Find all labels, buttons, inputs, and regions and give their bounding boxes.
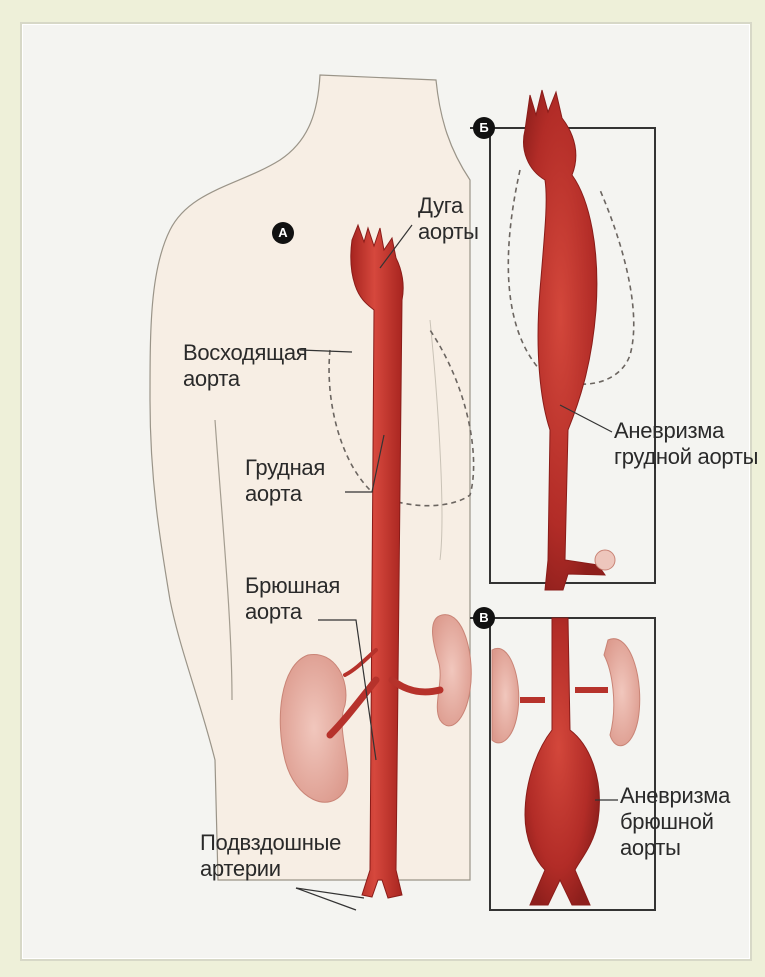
badge-a: A (272, 222, 294, 244)
label-aortic-arch-line1: Дуга (418, 193, 479, 219)
label-abdominal-line1: Брюшная (245, 573, 340, 599)
label-abdominal-aorta: Брюшная аорта (245, 573, 340, 625)
label-taa-line2: грудной аорты (614, 444, 758, 470)
label-taa-line1: Аневризма (614, 418, 758, 444)
label-ascending-line1: Восходящая (183, 340, 307, 366)
label-aaa-line1: Аневризма (620, 783, 730, 809)
label-thoracic-aneurysm: Аневризма грудной аорты (614, 418, 758, 470)
label-ascending-line2: аорта (183, 366, 307, 392)
label-aaa-line2: брюшной (620, 809, 730, 835)
label-abdominal-aneurysm: Аневризма брюшной аорты (620, 783, 730, 861)
label-thoracic-aorta: Грудная аорта (245, 455, 325, 507)
badge-b: Б (473, 117, 495, 139)
label-iliac-arteries: Подвздошные артерии (200, 830, 341, 882)
label-abdominal-line2: аорта (245, 599, 340, 625)
label-iliac-line1: Подвздошные (200, 830, 341, 856)
label-ascending-aorta: Восходящая аорта (183, 340, 307, 392)
label-thoracic-line1: Грудная (245, 455, 325, 481)
label-thoracic-line2: аорта (245, 481, 325, 507)
label-aortic-arch-line2: аорты (418, 219, 479, 245)
label-aaa-line3: аорты (620, 835, 730, 861)
label-aortic-arch: Дуга аорты (418, 193, 479, 245)
badge-v: В (473, 607, 495, 629)
label-iliac-line2: артерии (200, 856, 341, 882)
